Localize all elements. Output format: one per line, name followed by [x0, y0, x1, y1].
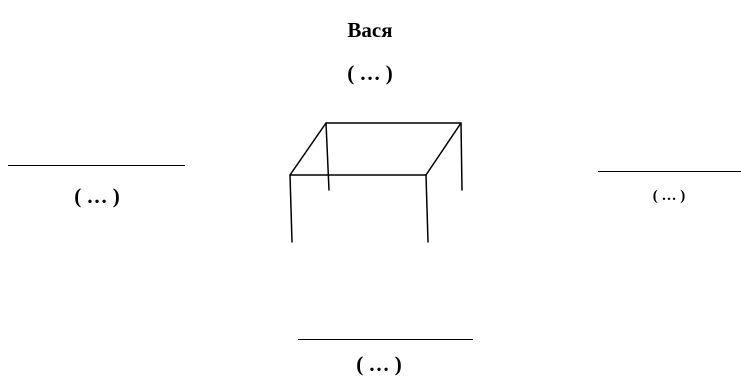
table-leg-front-left [289, 174, 293, 243]
table-top [289, 122, 462, 176]
top-seat-name: Вася [347, 18, 393, 42]
top-seat-placeholder: ( … ) [347, 61, 393, 85]
bottom-seat-blank-line [298, 339, 473, 340]
right-seat-placeholder: ( … ) [652, 188, 686, 204]
left-seat-blank-line [8, 165, 185, 166]
right-seat-blank-line [598, 171, 741, 172]
table-leg-back-left [325, 122, 330, 191]
table-leg-front-right [425, 174, 429, 243]
bottom-seat-placeholder: ( … ) [356, 352, 402, 376]
left-seat-placeholder: ( … ) [74, 184, 120, 208]
table-icon [289, 122, 463, 243]
table-leg-back-right [460, 122, 463, 191]
